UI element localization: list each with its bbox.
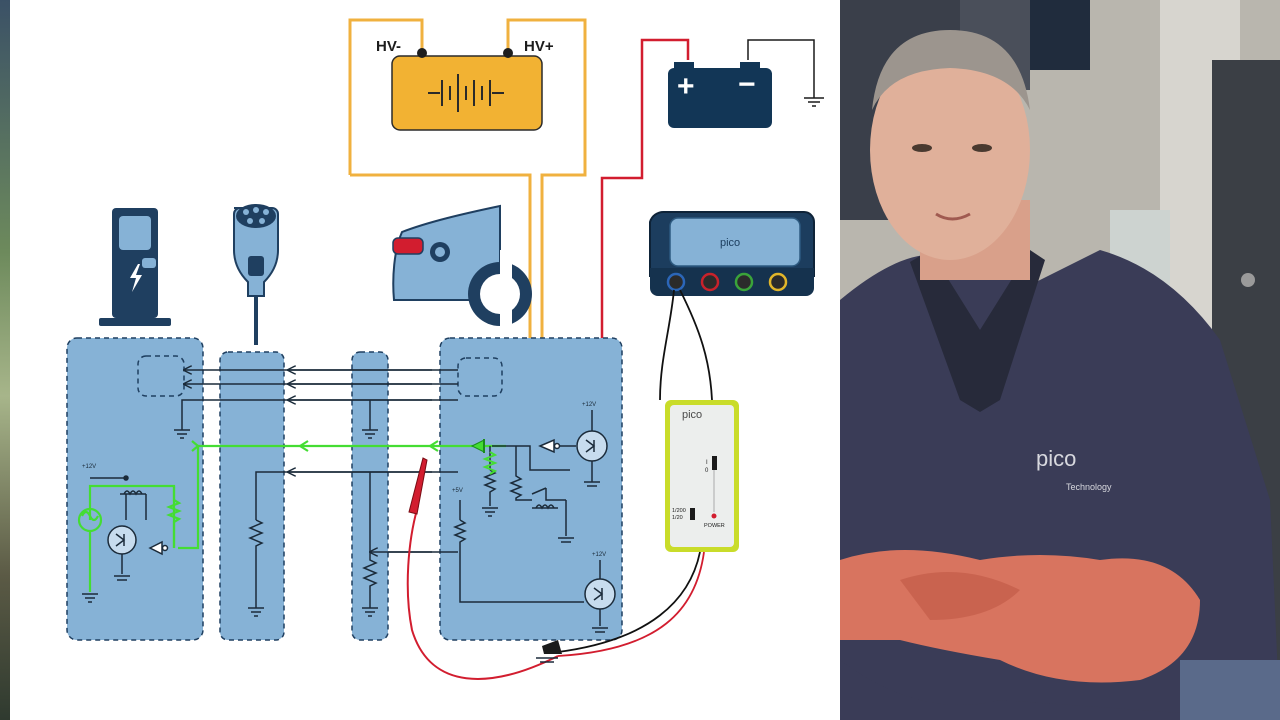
range-switch[interactable] <box>690 508 695 520</box>
probe-leads <box>406 289 713 680</box>
scope-brand: pico <box>720 237 740 249</box>
charging-station-icon <box>99 208 171 326</box>
channel-b-port-icon[interactable] <box>700 272 720 292</box>
comm-lines <box>174 370 458 617</box>
hv-pos-wire <box>506 18 587 338</box>
channel-d-port-icon[interactable] <box>768 272 788 292</box>
lv-pos-symbol: + <box>677 70 695 103</box>
battery-symbol-icon <box>428 74 504 112</box>
ground-icon <box>804 97 824 107</box>
wiring-diagram: HV- HV+ + − <box>10 0 840 720</box>
cable-module <box>219 351 285 641</box>
lv-neg-wire <box>747 39 815 98</box>
hv-neg-wire <box>348 18 424 175</box>
evse-ground <box>82 593 98 603</box>
probe-tip-icon <box>408 457 428 515</box>
range-high-label: 1/200 <box>672 508 686 514</box>
range-low-label: 1/20 <box>672 515 683 521</box>
power-label: POWER <box>704 523 725 529</box>
ecu-supply-label: +12V <box>582 402 596 408</box>
channel-a-port-icon[interactable] <box>666 272 686 292</box>
attenuator-brand: pico <box>682 409 702 421</box>
lightning-icon <box>130 264 142 292</box>
ecu-12v-bottom-label: +12V <box>592 552 606 558</box>
presenter-video: pico Technology <box>840 0 1280 720</box>
oscilloscope[interactable]: pico <box>649 211 815 296</box>
vehicle-ecu-module <box>439 337 623 641</box>
lv-neg-symbol: − <box>738 68 756 101</box>
vehicle-ecu-circuit <box>452 410 616 633</box>
control-pilot-line <box>77 440 506 592</box>
ecu-5v-label: +5V <box>452 488 463 494</box>
evse-circuit <box>90 475 169 581</box>
attenuator[interactable]: pico I 0 1/200 1/20 POWER <box>665 400 739 552</box>
power-switch[interactable] <box>712 456 717 470</box>
hv-pos-label: HV+ <box>524 38 554 55</box>
ground-clip-icon <box>542 640 562 654</box>
lv-pos-wire <box>600 38 690 338</box>
evse-module <box>66 337 204 641</box>
power-led-icon <box>711 513 717 519</box>
hv-battery: HV- HV+ <box>348 18 587 338</box>
charging-plug-icon <box>233 204 279 345</box>
presenter-shirt-brand: pico <box>1036 446 1076 471</box>
switch-on-label: I <box>706 460 708 466</box>
channel-c-port-icon[interactable] <box>734 272 754 292</box>
car-icon <box>392 204 532 330</box>
hv-neg-label: HV- <box>376 38 401 55</box>
lv-battery: + − <box>600 38 824 338</box>
switch-off-label: 0 <box>705 468 709 474</box>
presenter-shirt-sub: Technology <box>1066 482 1112 492</box>
presenter-face <box>870 40 1030 260</box>
evse-supply-label: +12V <box>82 464 96 470</box>
video-edge-strip <box>0 0 10 720</box>
